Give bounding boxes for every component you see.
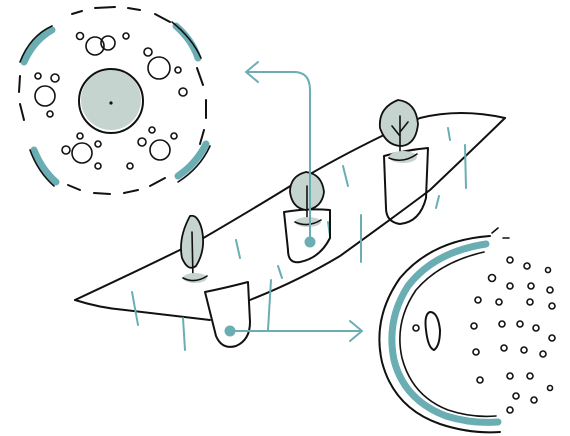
center-tree-canopy <box>81 70 141 130</box>
callout-arrow-to-section-view <box>232 321 362 341</box>
section-planting-holes <box>471 228 555 413</box>
planter-strip <box>75 100 505 350</box>
top-view-detail <box>19 7 210 194</box>
section-view-detail <box>379 228 555 432</box>
middle-tree <box>290 172 324 227</box>
back-tree <box>380 100 418 163</box>
top-view-rim-segment <box>176 26 198 58</box>
front-tree <box>181 216 207 283</box>
front-planter-pot <box>205 282 250 347</box>
callout-arrow-to-top-view <box>246 62 310 242</box>
